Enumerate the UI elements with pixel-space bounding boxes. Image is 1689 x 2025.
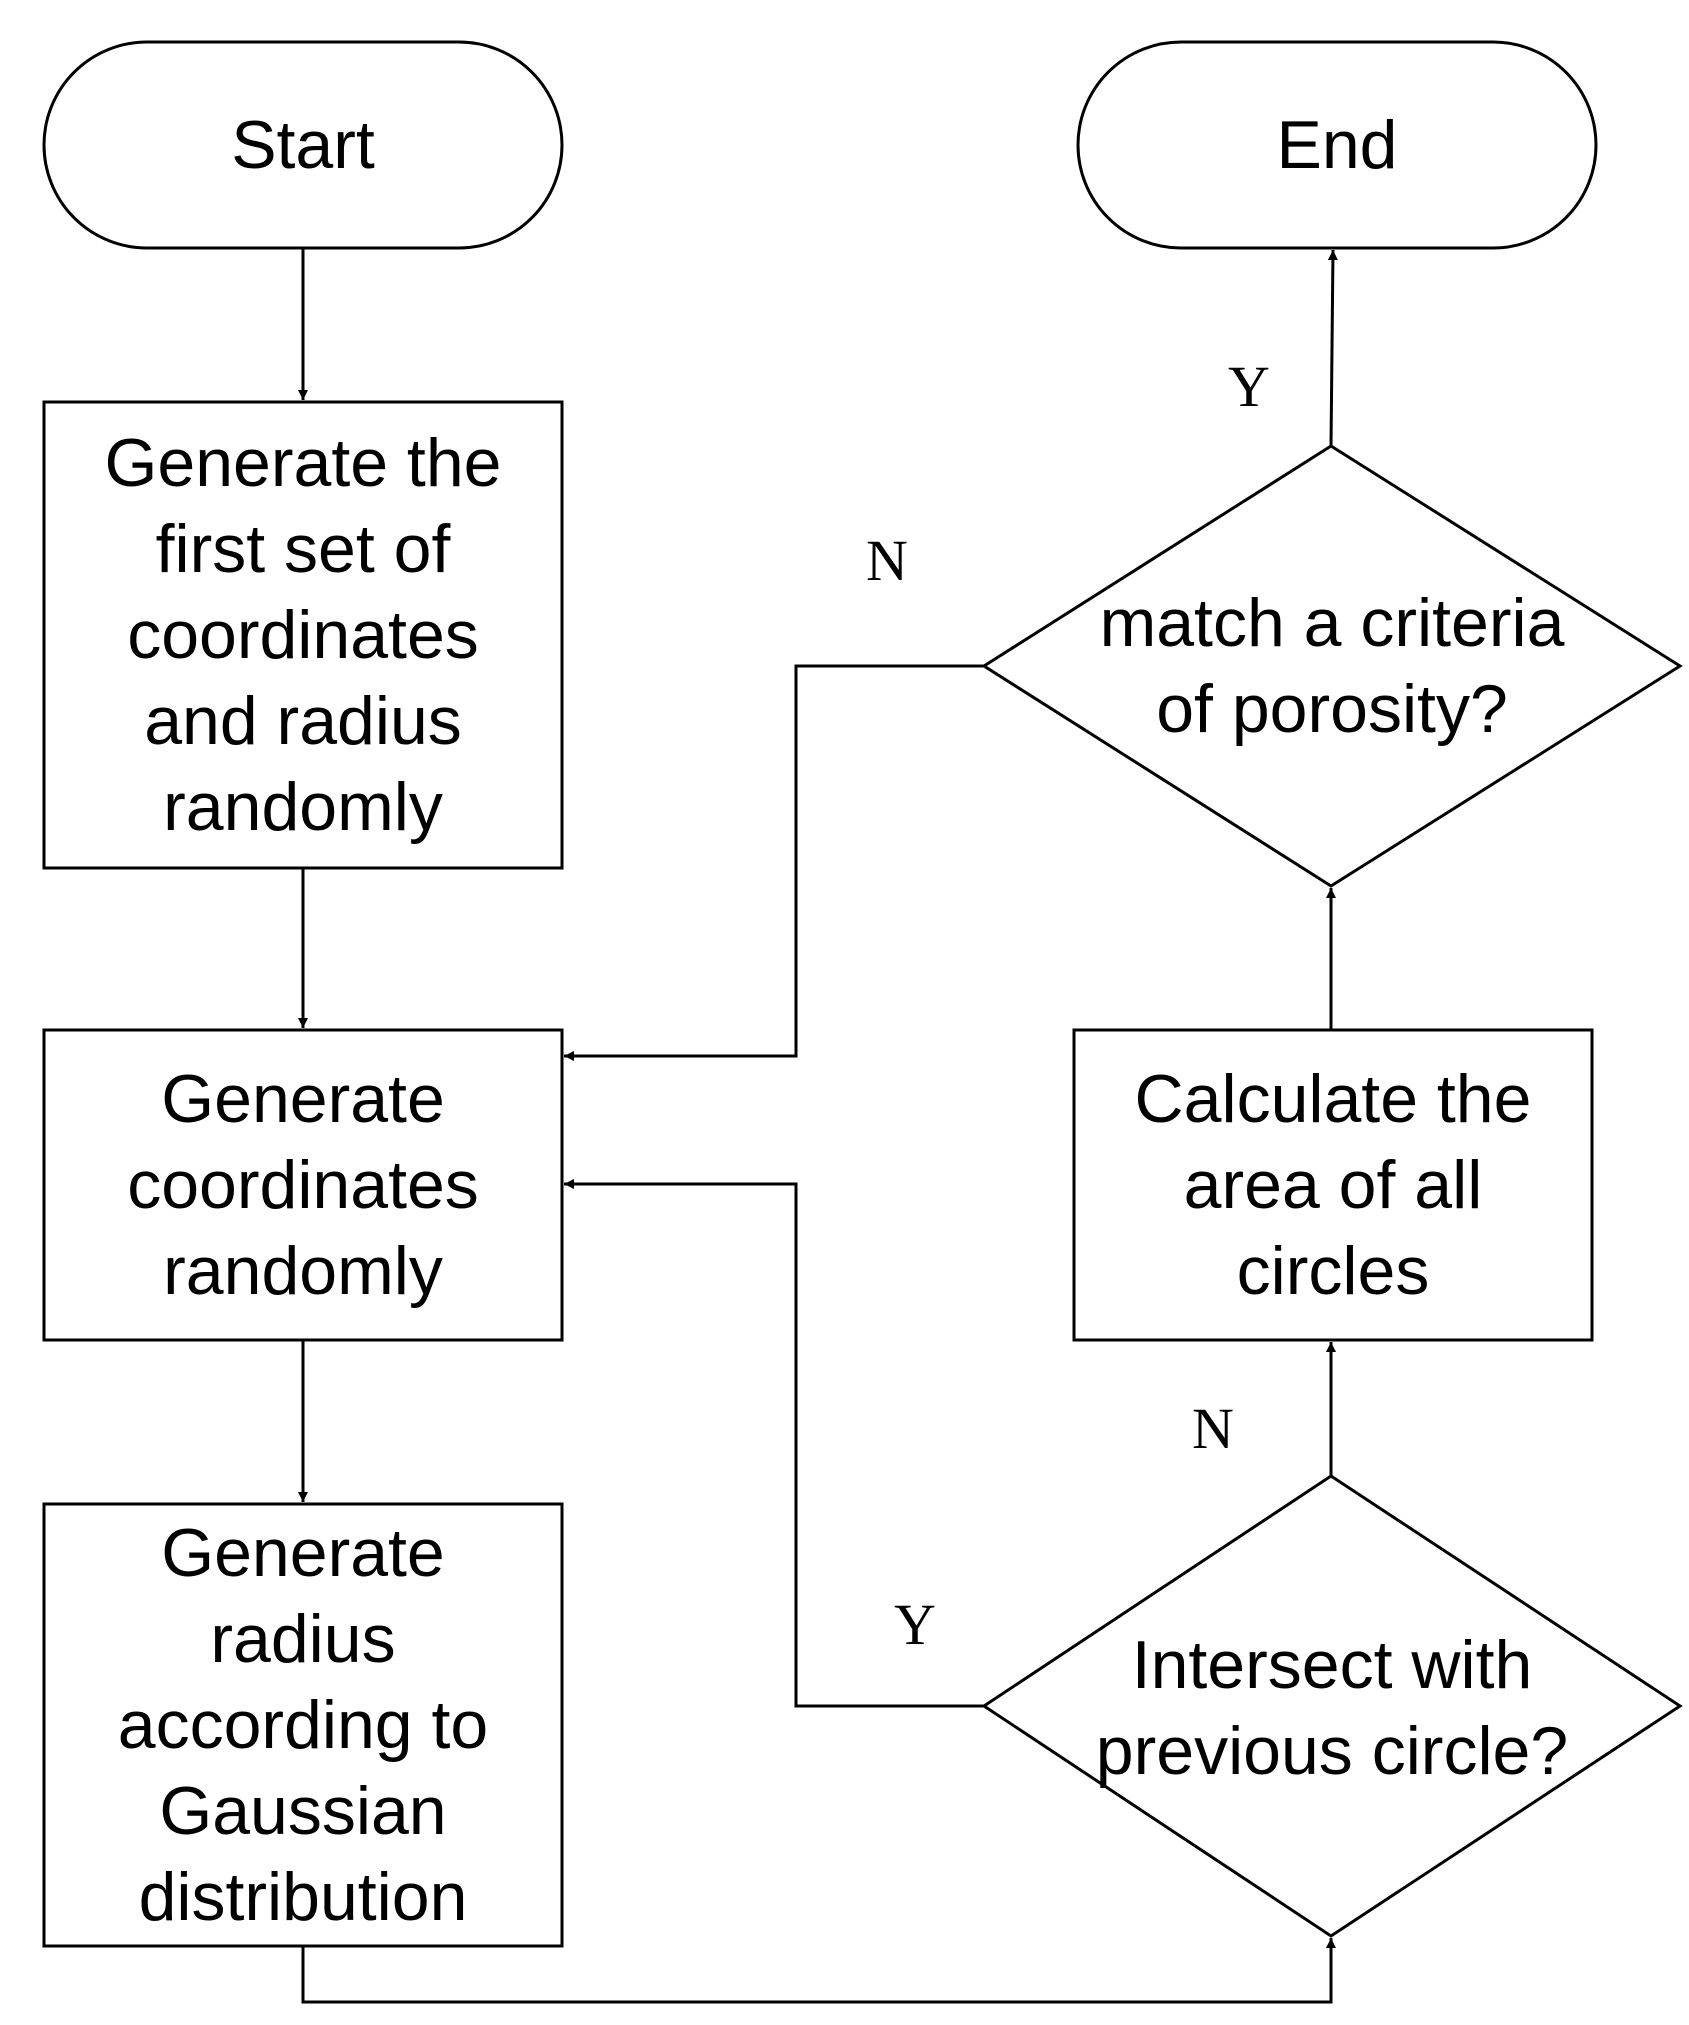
intersect-no-label: N [1192, 1396, 1234, 1461]
end-terminal [1076, 40, 1598, 250]
calc-area-box [1072, 1028, 1594, 1342]
porosity-decision [981, 444, 1683, 888]
gen-first-box [42, 400, 564, 870]
start-terminal [42, 40, 564, 250]
intersect-yes-label: Y [894, 1592, 936, 1657]
edge-intersect-yes-to-coords [564, 1179, 984, 1708]
edge-porosity-no-to-coords [564, 664, 984, 1061]
gen-radius-box [42, 1502, 564, 1948]
porosity-yes-label: Y [1228, 354, 1270, 419]
edge-radius-to-intersect [301, 1938, 1336, 2004]
gen-coords-box [42, 1028, 564, 1342]
porosity-no-label: N [866, 528, 908, 593]
edge-porosity-to-end [1327, 249, 1338, 447]
intersect-decision [981, 1474, 1683, 1938]
